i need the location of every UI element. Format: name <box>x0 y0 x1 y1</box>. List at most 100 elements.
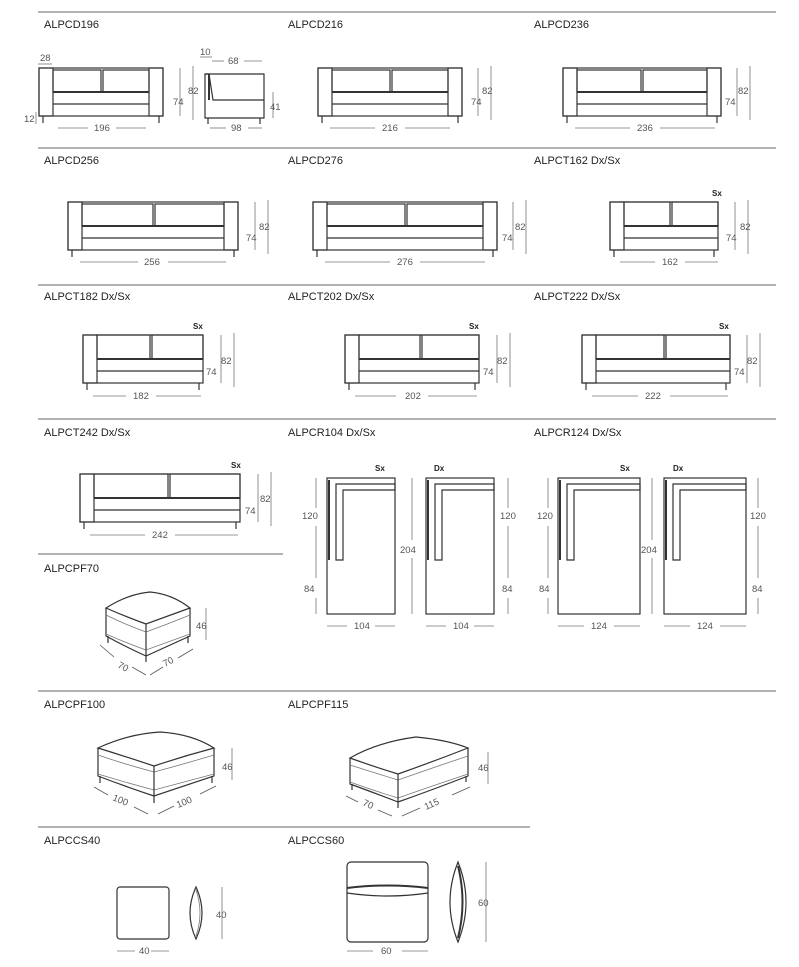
dim-seat: 74 <box>734 367 745 378</box>
dim-width: 182 <box>133 391 149 402</box>
corner-sofa-front-view <box>344 334 480 390</box>
dim-depth: 70 <box>116 660 131 675</box>
side-label: Sx <box>231 461 241 470</box>
dim-width: 100 <box>175 795 194 811</box>
cushion-side-view <box>189 885 203 941</box>
dim-upper: 120 <box>500 511 516 522</box>
dim-height: 82 <box>515 222 526 233</box>
dim-width: 60 <box>381 946 392 957</box>
dim-upper: 120 <box>750 511 766 522</box>
side-label-sx: Sx <box>620 464 630 473</box>
model-title: ALPCT182 Dx/Sx <box>44 291 131 303</box>
chaise-plan-dx <box>425 477 495 615</box>
model-title: ALPCD256 <box>44 155 99 167</box>
dim-height: 82 <box>188 86 199 97</box>
dim-height: 40 <box>216 910 227 921</box>
dim-width: 202 <box>405 391 421 402</box>
dim-height: 82 <box>497 356 508 367</box>
dim-lower: 84 <box>539 584 550 595</box>
dim-width: 256 <box>144 257 160 268</box>
dim-lower: 84 <box>304 584 315 595</box>
chaise-plan-dx <box>663 477 747 615</box>
dim-width: 236 <box>637 123 653 134</box>
model-title: ALPCCS40 <box>44 835 100 847</box>
dim-width: 104 <box>354 621 370 632</box>
model-title: ALPCD196 <box>44 19 99 31</box>
dim-seat: 74 <box>246 233 257 244</box>
model-title: ALPCT162 Dx/Sx <box>534 155 621 167</box>
pouf-iso-view <box>348 736 470 808</box>
pouf-iso-view <box>104 591 192 662</box>
dim-height: 82 <box>747 356 758 367</box>
dim-upper: 120 <box>302 511 318 522</box>
dim-width: 276 <box>397 257 413 268</box>
dim-height: 82 <box>221 356 232 367</box>
dim-height: 82 <box>482 86 493 97</box>
dim-seat: 74 <box>173 97 184 108</box>
dim-width: 115 <box>423 797 441 813</box>
side-label: Sx <box>193 322 203 331</box>
dim-depth: 70 <box>361 798 375 812</box>
corner-sofa-front-view <box>82 334 204 390</box>
dim-height: 60 <box>478 898 489 909</box>
model-title: ALPCD276 <box>288 155 343 167</box>
dim-height: 46 <box>196 621 207 632</box>
dim-lower: 84 <box>502 584 513 595</box>
side-label: Sx <box>712 189 722 198</box>
model-title: ALPCCS60 <box>288 835 344 847</box>
dim-seat: 74 <box>726 233 737 244</box>
dim-height: 82 <box>259 222 270 233</box>
dim-total: 204 <box>641 545 657 556</box>
dim-width: 124 <box>697 621 713 632</box>
chaise-plan-sx <box>326 477 396 615</box>
dim-height: 82 <box>738 86 749 97</box>
dim-seat: 74 <box>483 367 494 378</box>
dim-seat: 74 <box>502 233 513 244</box>
dim-depth: 98 <box>231 123 242 134</box>
sofa-front-view <box>38 67 164 123</box>
dim-height: 82 <box>740 222 751 233</box>
model-title: ALPCPF70 <box>44 563 99 575</box>
dim-seat-height: 41 <box>270 102 281 113</box>
sofa-front-view <box>317 67 463 123</box>
dim-width: 162 <box>662 257 678 268</box>
side-label-dx: Dx <box>434 464 445 473</box>
side-label-dx: Dx <box>673 464 684 473</box>
dim-seat: 74 <box>245 506 256 517</box>
dim-width: 242 <box>152 530 168 541</box>
pouf-iso-view <box>96 731 216 803</box>
sofa-front-view <box>562 67 722 123</box>
sofa-side-view <box>204 73 265 124</box>
dim-width: 216 <box>382 123 398 134</box>
model-title: ALPCD236 <box>534 19 589 31</box>
model-title: ALPCPF100 <box>44 699 105 711</box>
dim-seat: 74 <box>471 97 482 108</box>
dim-height: 46 <box>222 762 233 773</box>
corner-sofa-front-view <box>79 473 241 529</box>
dim-width: 222 <box>645 391 661 402</box>
dim-width: 70 <box>161 655 176 670</box>
dim-width: 40 <box>139 946 150 957</box>
dim-total: 204 <box>400 545 416 556</box>
chaise-plan-sx <box>557 477 641 615</box>
dim-arm: 28 <box>40 53 51 64</box>
cushion-front-view <box>346 861 429 943</box>
model-title: ALPCT222 Dx/Sx <box>534 291 621 303</box>
dim-width: 104 <box>453 621 469 632</box>
corner-sofa-front-view <box>609 201 719 257</box>
dim-width: 124 <box>591 621 607 632</box>
dim-width: 196 <box>94 123 110 134</box>
sofa-front-view <box>67 201 239 257</box>
model-title: ALPCPF115 <box>288 699 348 711</box>
model-title: ALPCR104 Dx/Sx <box>288 427 376 439</box>
dim-height: 82 <box>260 494 271 505</box>
separators <box>38 11 776 828</box>
dim-lower: 84 <box>752 584 763 595</box>
model-title: ALPCT202 Dx/Sx <box>288 291 375 303</box>
dim-height: 46 <box>478 763 489 774</box>
corner-sofa-front-view <box>581 334 731 390</box>
cushion-front-view <box>116 886 170 940</box>
side-label-sx: Sx <box>375 464 385 473</box>
dim-upper: 120 <box>537 511 553 522</box>
